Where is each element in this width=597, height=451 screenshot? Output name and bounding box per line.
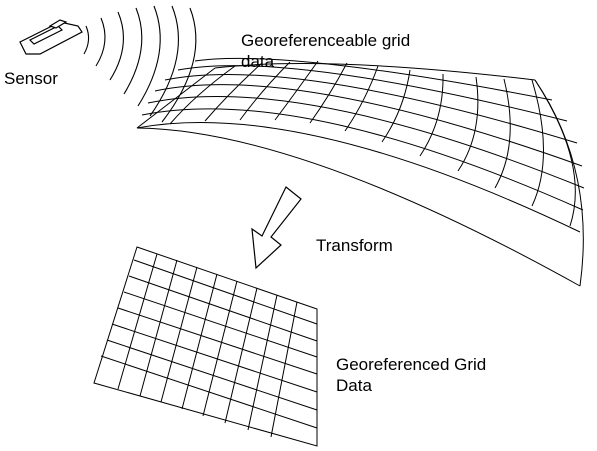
transform-arrow-icon <box>251 186 302 270</box>
georeferenceable-grid <box>136 57 585 287</box>
georeferenced-label-line1: Georeferenced Grid <box>336 355 487 374</box>
signal-waves-icon <box>83 5 197 123</box>
sensor-label: Sensor <box>4 69 58 88</box>
georeferenced-label-line2: Data <box>336 376 372 395</box>
ship-icon <box>19 19 83 55</box>
georeferenceable-label-line2: data <box>241 52 275 71</box>
transform-label: Transform <box>316 236 393 255</box>
georeferenced-grid <box>93 246 318 447</box>
georeferenceable-label-line1: Georeferenceable grid <box>241 31 411 50</box>
